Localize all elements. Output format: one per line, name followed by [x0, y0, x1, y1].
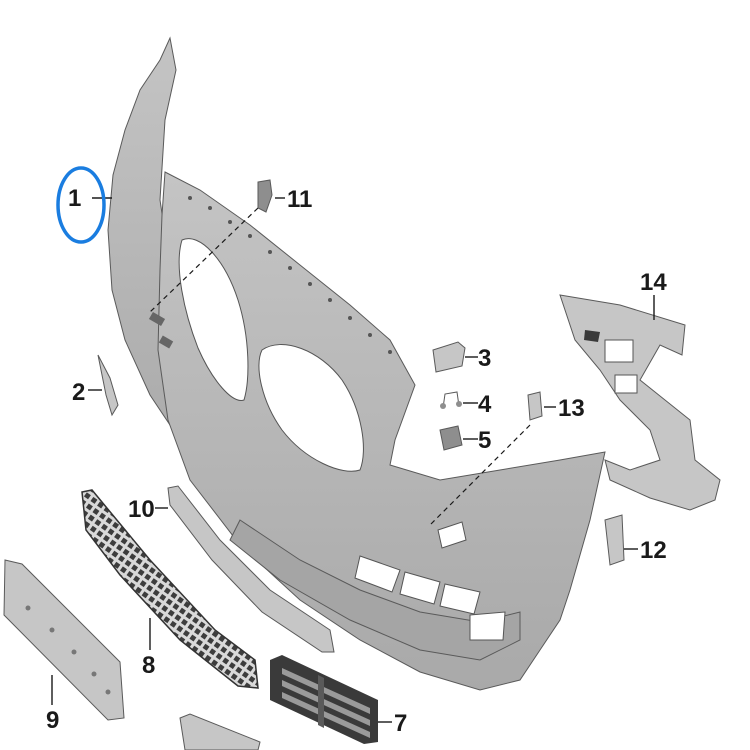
- trim-strip-part: [167, 485, 335, 653]
- lower-intake-opening: [354, 555, 401, 593]
- center-mesh-grille-part: [81, 489, 259, 689]
- clip-part-13: [527, 391, 543, 421]
- tow-hook-opening: [469, 611, 506, 641]
- callout-13[interactable]: 13: [558, 395, 585, 422]
- callout-3[interactable]: 3: [478, 345, 491, 372]
- callout-11[interactable]: 11: [287, 186, 312, 213]
- callout-7[interactable]: 7: [394, 710, 407, 737]
- callout-2[interactable]: 2: [72, 379, 85, 406]
- cover-part-3: [432, 341, 466, 373]
- selected-part-highlight-ring[interactable]: [56, 166, 106, 244]
- callout-12[interactable]: 12: [640, 537, 667, 564]
- callout-4[interactable]: 4: [478, 391, 492, 418]
- callout-5[interactable]: 5: [478, 427, 491, 454]
- spring-clip-part-4: [440, 391, 462, 409]
- callout-14[interactable]: 14: [640, 269, 667, 296]
- callout-labels: 1 2 3 4 5 7 8 9 10 11 12 13 14: [46, 185, 667, 737]
- assembly-dashed-lines: [149, 207, 531, 526]
- callout-1[interactable]: 1: [68, 185, 81, 212]
- callout-9[interactable]: 9: [46, 707, 59, 734]
- bumper-cover-part: [107, 36, 606, 691]
- kidney-opening-right: [258, 344, 364, 472]
- callout-10[interactable]: 10: [128, 496, 155, 523]
- license-plate-bracket-part: [3, 559, 125, 721]
- bracket-part-5: [439, 425, 463, 451]
- bumper-bracket-part: [559, 294, 721, 511]
- lower-trim-partial: [179, 713, 261, 750]
- clip-part-2: [97, 354, 119, 417]
- kidney-opening-left: [178, 238, 249, 401]
- lower-grille-part: [270, 655, 378, 744]
- clip-part-11: [257, 179, 273, 213]
- bracket-part-12: [604, 514, 625, 566]
- callout-8[interactable]: 8: [142, 652, 155, 679]
